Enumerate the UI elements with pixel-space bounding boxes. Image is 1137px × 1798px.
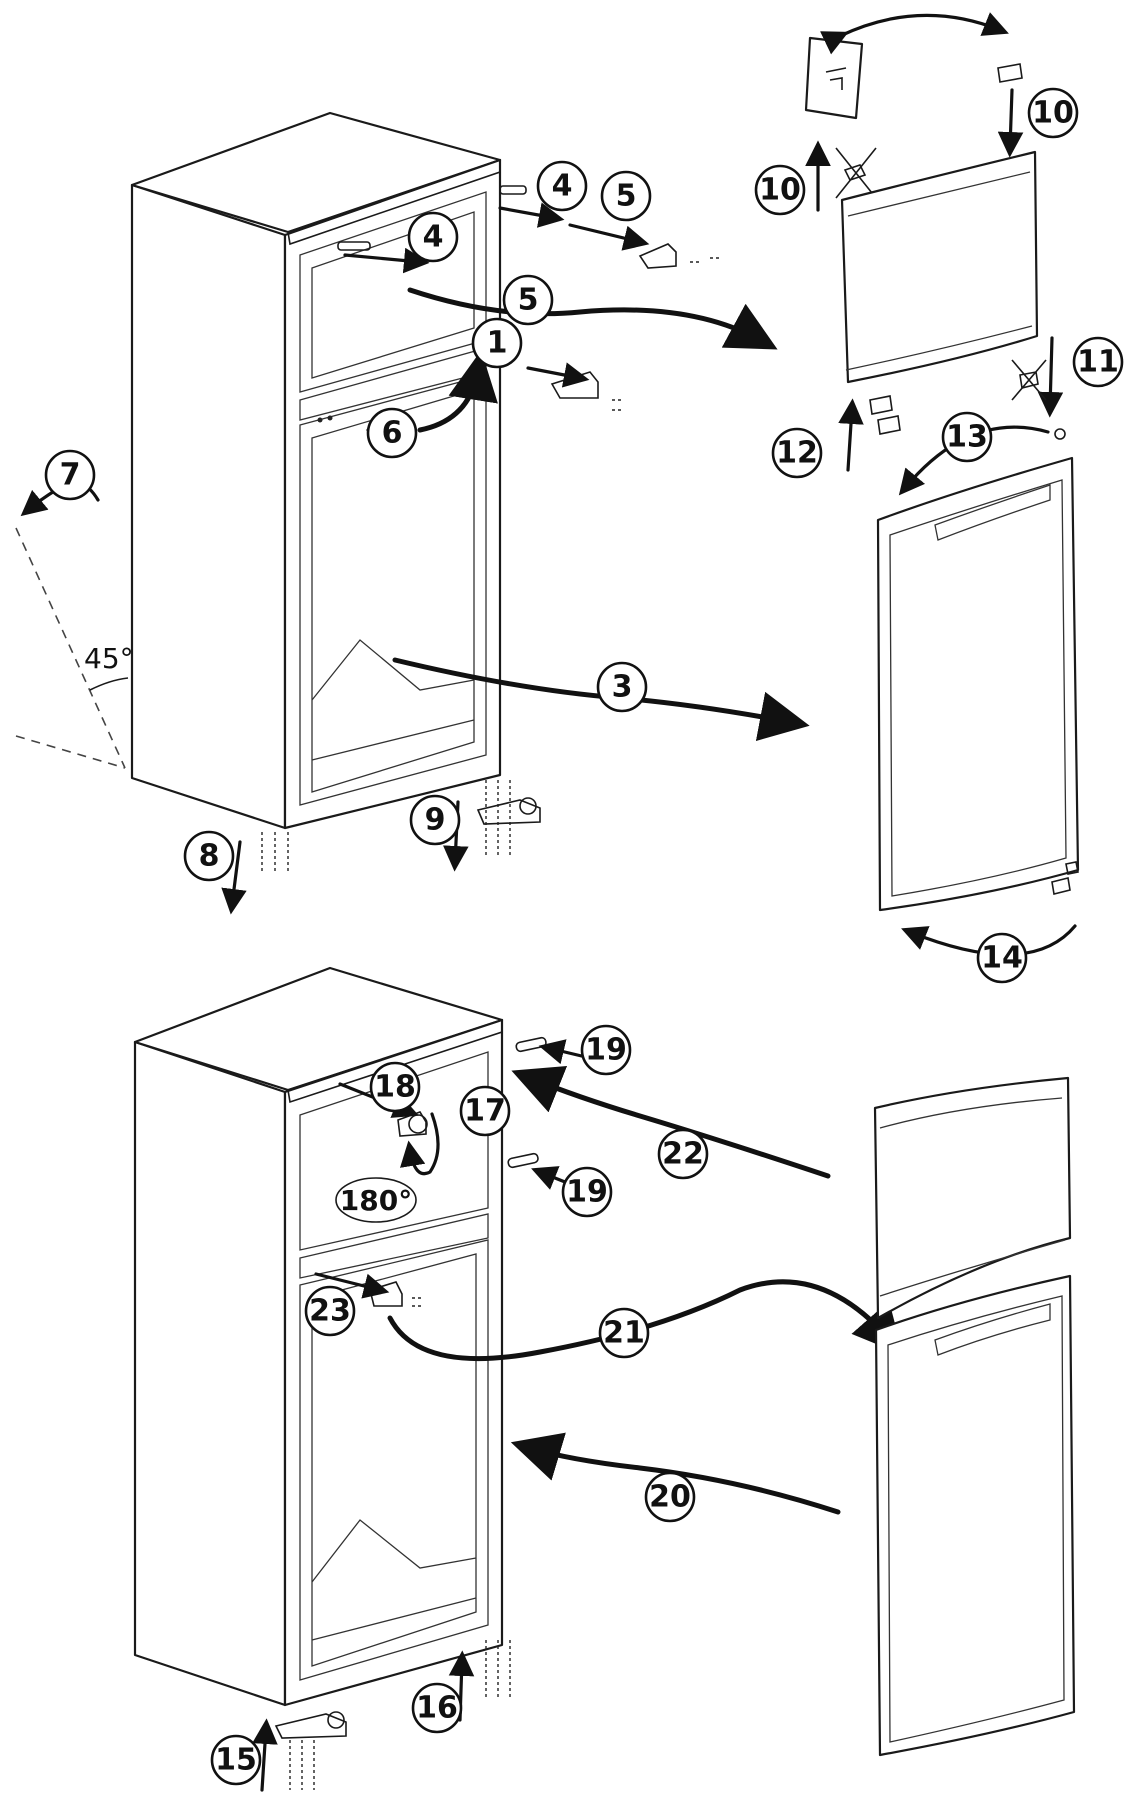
step-badge-19-upper: 19 — [580, 1024, 632, 1076]
step-badge-4-right: 4 — [536, 160, 588, 212]
fridge-door-reinstall — [874, 1274, 1076, 1757]
step-number: 19 — [566, 1175, 608, 1210]
step-number: 19 — [585, 1033, 627, 1068]
step-badge-21: 21 — [598, 1307, 650, 1359]
step-badge-15: 15 — [210, 1734, 262, 1786]
step-badge-19-lower: 19 — [561, 1166, 613, 1218]
fridge-top-cabinet — [130, 111, 502, 830]
step-badge-11: 11 — [1072, 336, 1124, 388]
step-badge-4-left: 4 — [407, 211, 459, 263]
step-number: 8 — [199, 839, 220, 874]
freezer-door-reinstall — [873, 1076, 1072, 1320]
rotate-angle-label: 180° — [340, 1184, 412, 1217]
step-number: 23 — [309, 1294, 351, 1329]
step-number: 9 — [425, 803, 446, 838]
step-badge-22: 22 — [657, 1128, 709, 1180]
step-badge-3: 3 — [596, 661, 648, 713]
step-number: 4 — [423, 220, 444, 255]
step-number: 17 — [464, 1094, 506, 1129]
step-number: 10 — [1032, 96, 1074, 131]
step-badge-13: 13 — [941, 411, 993, 463]
step-number: 21 — [603, 1316, 645, 1351]
step-badge-10-lower: 10 — [754, 164, 806, 216]
step-number: 5 — [518, 283, 539, 318]
step-badge-18: 18 — [369, 1061, 421, 1113]
step-number: 12 — [776, 436, 818, 471]
freezer-door-removed — [840, 150, 1039, 384]
tilt-angle-label: 45° — [84, 642, 134, 675]
step-badge-1: 1 — [471, 317, 523, 369]
step-number: 5 — [616, 179, 637, 214]
step-number: 1 — [487, 326, 508, 361]
step-badge-20: 20 — [644, 1471, 696, 1523]
step-number: 20 — [649, 1480, 691, 1515]
step-badge-9: 9 — [409, 794, 461, 846]
step-number: 22 — [662, 1137, 704, 1172]
step-badge-7: 7 — [44, 449, 96, 501]
screws-bag-icon — [804, 36, 864, 120]
fridge-door-removed — [876, 456, 1080, 912]
step-badge-5-lower: 5 — [502, 274, 554, 326]
step-badge-8: 8 — [183, 830, 235, 882]
step-number: 15 — [215, 1743, 257, 1778]
step-badge-16: 16 — [411, 1682, 463, 1734]
step-number: 10 — [759, 173, 801, 208]
step-number: 6 — [382, 416, 403, 451]
step-number: 11 — [1077, 345, 1119, 380]
step-number: 3 — [612, 670, 633, 705]
step-badge-10-upper: 10 — [1027, 87, 1079, 139]
step-badge-12: 12 — [771, 427, 823, 479]
step-badge-6: 6 — [366, 407, 418, 459]
step-number: 13 — [946, 420, 988, 455]
step-badge-5-upper: 5 — [600, 170, 652, 222]
step-number: 4 — [552, 169, 573, 204]
top-hinge-parts — [476, 185, 720, 825]
step-number: 18 — [374, 1070, 416, 1105]
step-badge-14: 14 — [976, 932, 1028, 984]
step-number: 14 — [981, 941, 1023, 976]
step-badge-23: 23 — [304, 1285, 356, 1337]
step-number: 7 — [60, 458, 81, 493]
step-badge-17: 17 — [459, 1085, 511, 1137]
step-number: 16 — [416, 1691, 458, 1726]
fridge-bottom-cabinet — [133, 966, 504, 1707]
